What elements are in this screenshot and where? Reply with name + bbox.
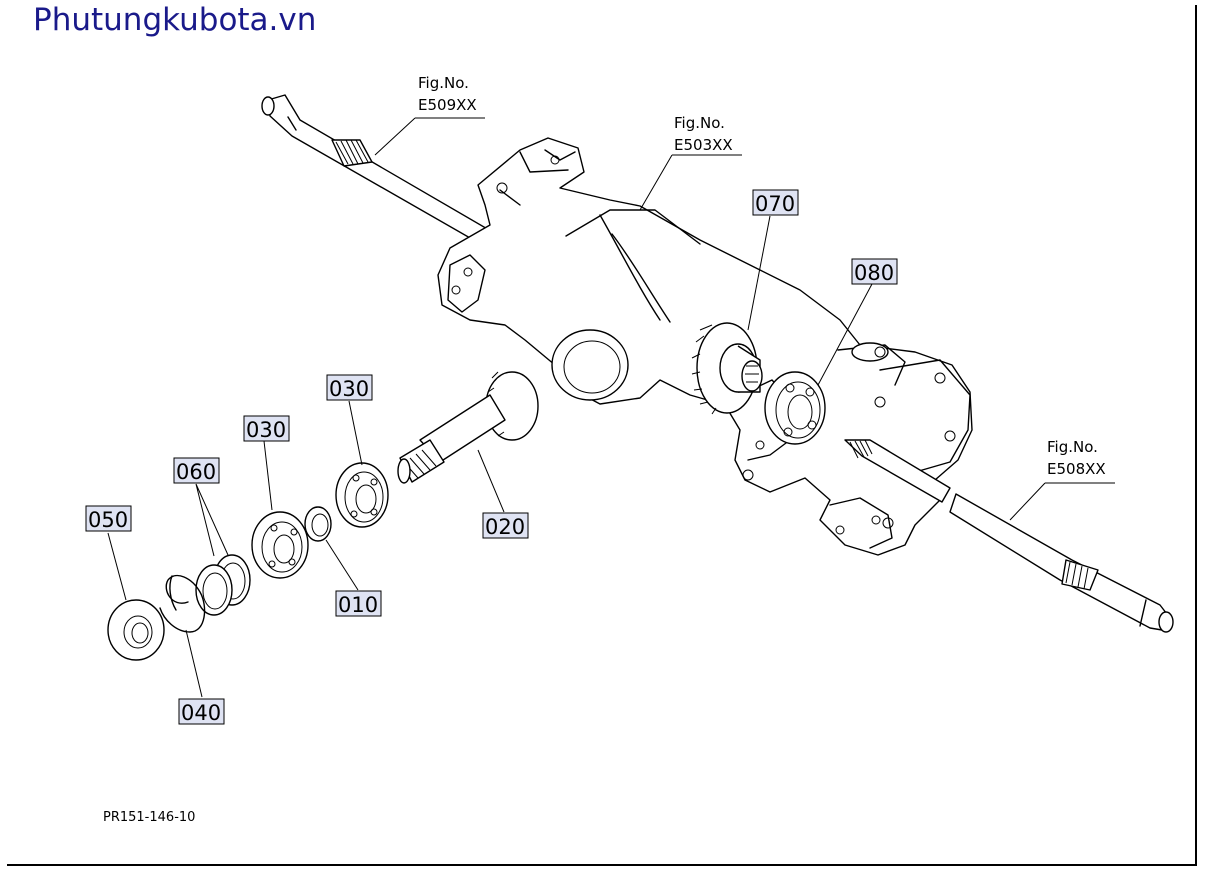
callout-080-text: 080 (854, 261, 894, 285)
callout-080[interactable]: 080 (851, 258, 898, 285)
fig-ref-e508: Fig.No. E508XX (1047, 438, 1106, 478)
callout-050-text: 050 (88, 508, 128, 532)
fig-ref-e509-label: Fig.No. (418, 74, 469, 92)
fig-ref-e503-label: Fig.No. (674, 114, 725, 132)
callout-020[interactable]: 020 (482, 512, 529, 539)
callout-010-text: 010 (338, 593, 378, 617)
bevel-gear-070 (691, 322, 763, 415)
pinion-shaft-020 (397, 371, 539, 484)
callout-060[interactable]: 060 (173, 457, 220, 484)
collar-010 (304, 506, 332, 542)
callout-020-text: 020 (485, 515, 525, 539)
drawing-code: PR151-146-10 (103, 810, 195, 825)
leader-lines (107, 117, 1115, 698)
callout-070[interactable]: 070 (752, 189, 799, 216)
callout-050[interactable]: 050 (85, 505, 132, 532)
fig-ref-e509: Fig.No. E509XX (418, 74, 477, 114)
callout-060-text: 060 (176, 460, 216, 484)
callout-040-text: 040 (181, 701, 221, 725)
fig-ref-e508-code: E508XX (1047, 460, 1106, 478)
callout-010[interactable]: 010 (335, 590, 382, 617)
snap-ring-040 (159, 574, 206, 633)
fig-ref-e503-code: E503XX (674, 136, 733, 154)
bearing-030-lower (251, 511, 309, 579)
lower-right-shaft (844, 439, 1174, 633)
callout-070-text: 070 (755, 192, 795, 216)
fig-ref-e509-code: E509XX (418, 96, 477, 114)
callout-040[interactable]: 040 (178, 698, 225, 725)
drawing-frame (7, 5, 1197, 866)
bearing-080 (764, 371, 826, 445)
fig-ref-e503: Fig.No. E503XX (674, 114, 733, 154)
callout-030-upper-text: 030 (329, 377, 369, 401)
callout-030-lower[interactable]: 030 (243, 415, 290, 442)
oil-seal-050 (107, 599, 165, 661)
callout-030-upper[interactable]: 030 (326, 374, 373, 401)
fig-ref-e508-label: Fig.No. (1047, 438, 1098, 456)
bearing-030-upper (335, 462, 389, 528)
shims-060 (195, 554, 251, 616)
site-watermark: Phutungkubota.vn (33, 2, 317, 38)
callout-030-lower-text: 030 (246, 418, 286, 442)
